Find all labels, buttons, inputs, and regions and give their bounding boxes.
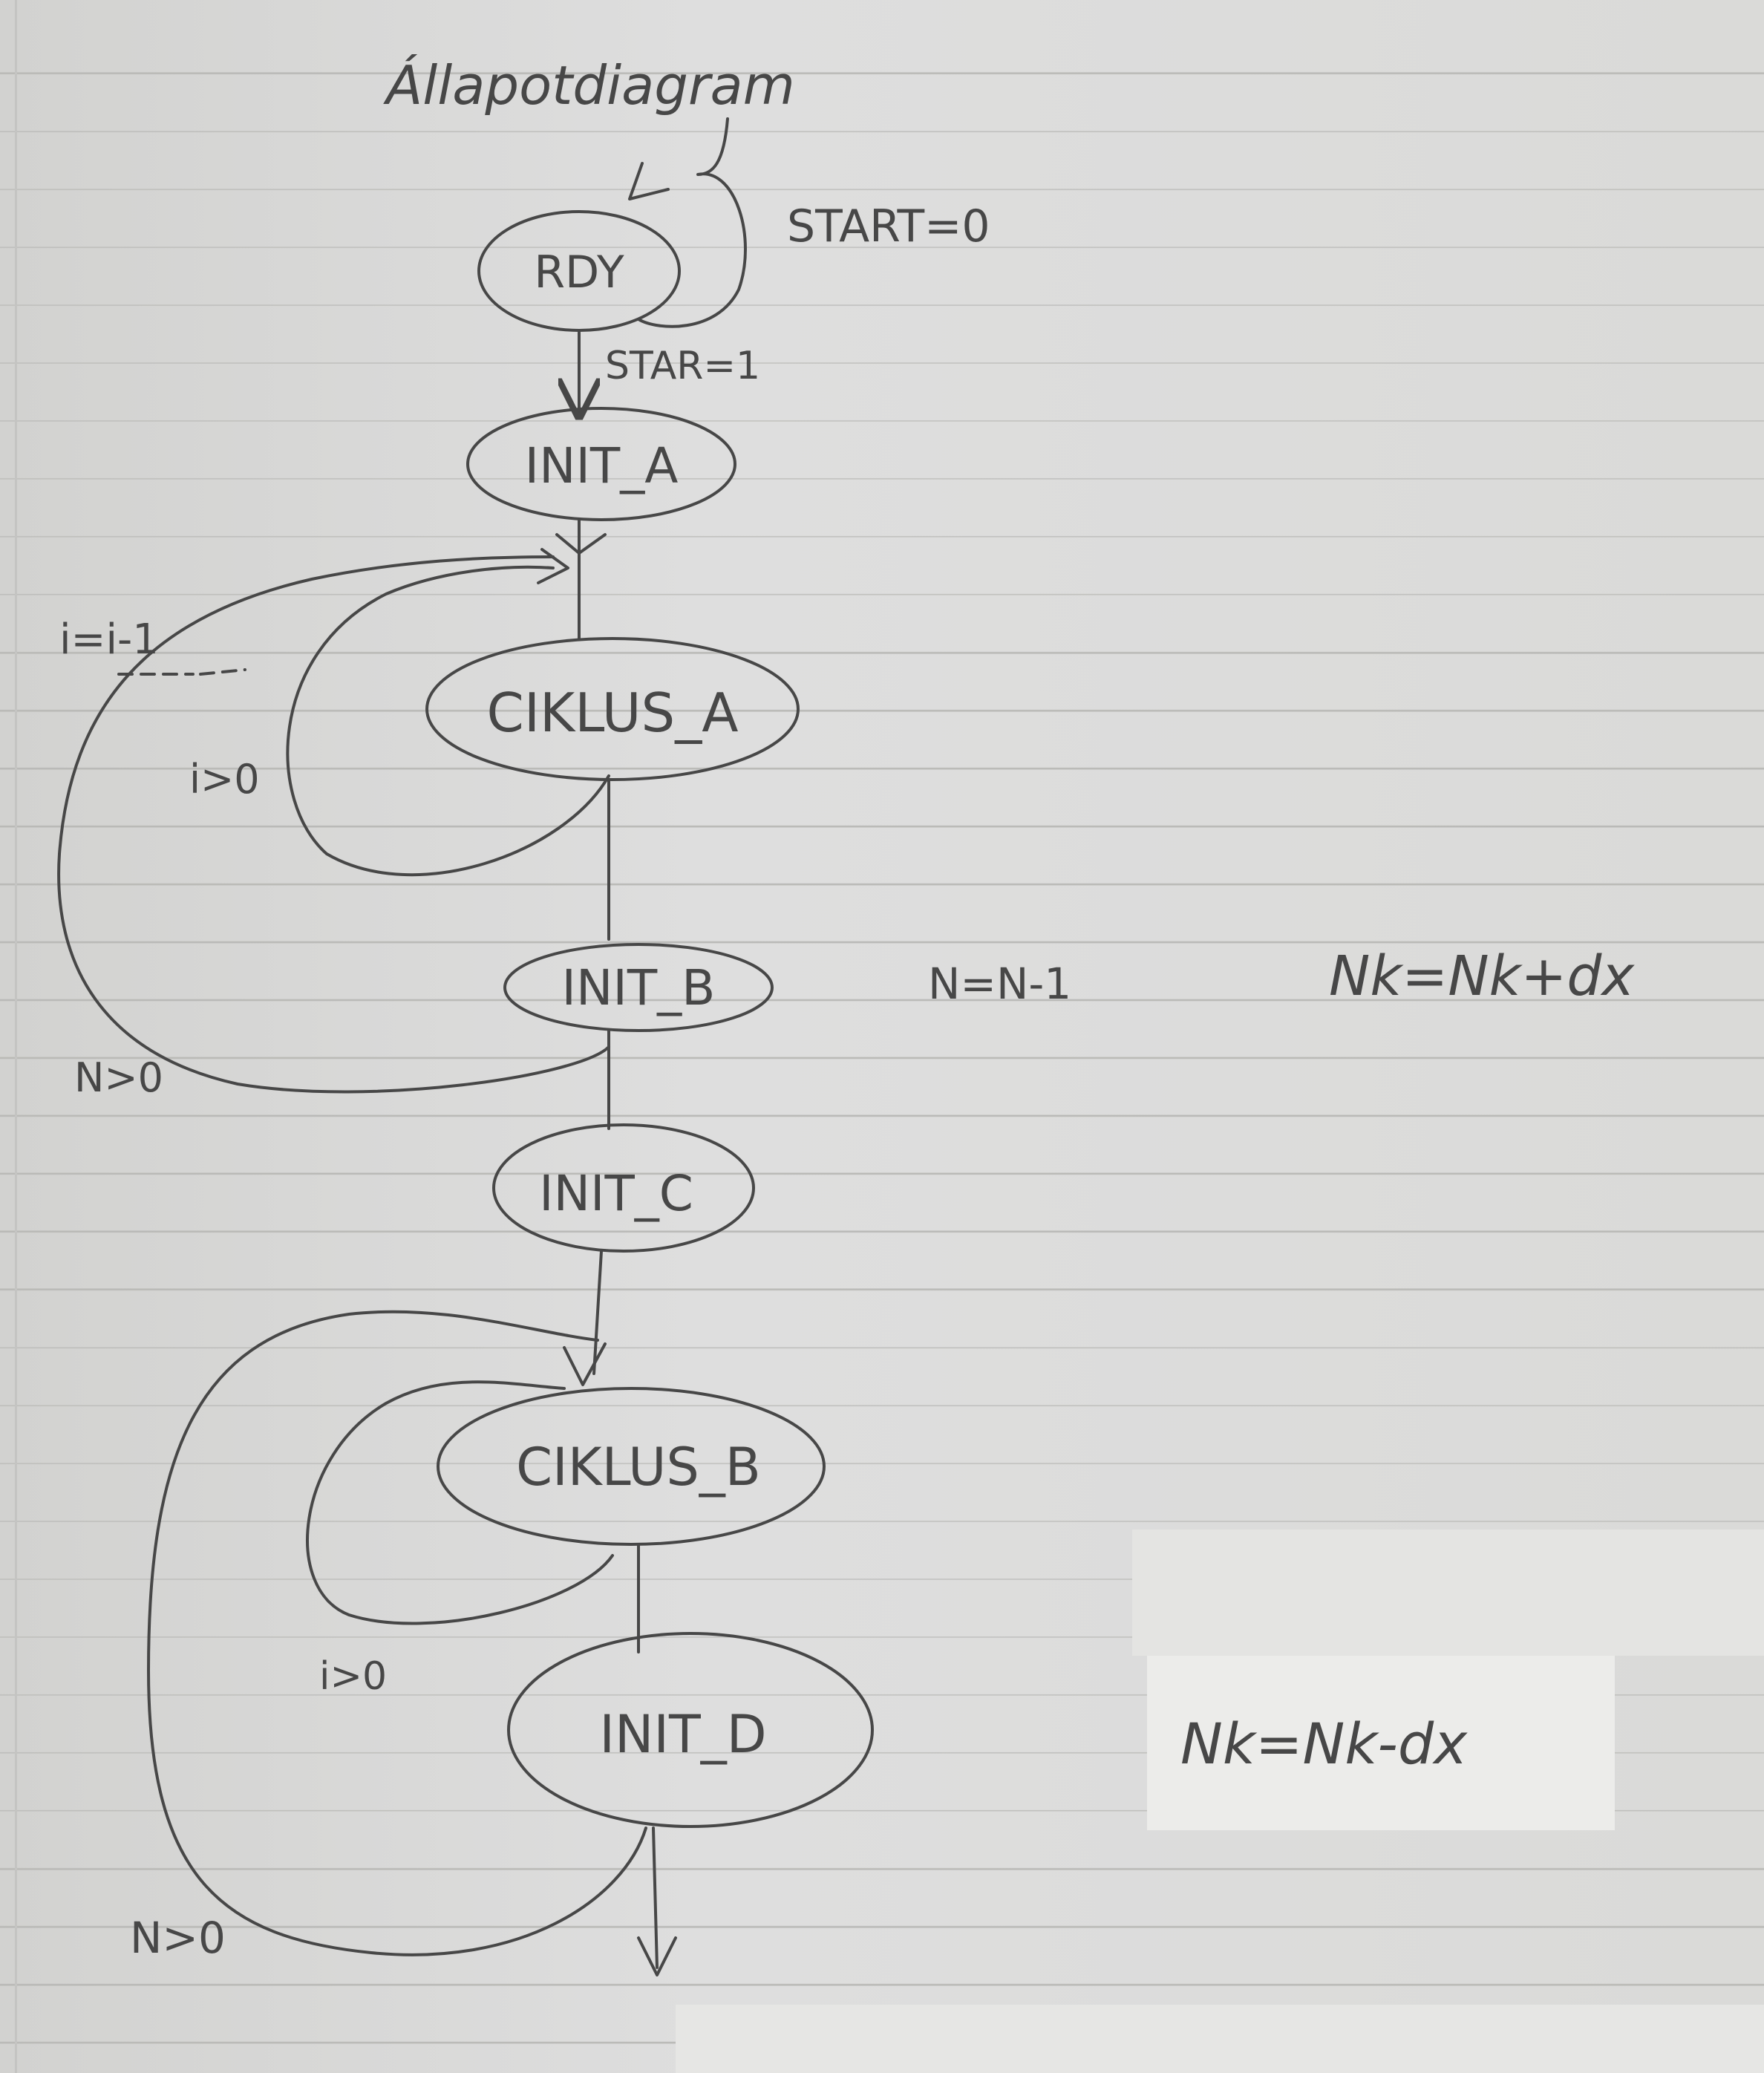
arrowhead-into-ciklus-a [555,533,607,555]
state-init-a-shape [466,407,736,521]
state-init-b: INIT_B [503,943,774,1032]
label-rdy-to-init-a: STAR=1 [605,344,760,388]
label-ciklus-a-action-underline [117,668,246,676]
init-d-outer-loop [147,1310,647,1956]
state-init-d-shape [507,1632,874,1828]
state-init-c-label: INIT_C [539,1165,693,1222]
label-rdy-self: START=0 [787,200,990,252]
note-nk-plus: Nk=Nk+dx [1329,944,1635,1008]
state-ciklus-a-label: CIKLUS_A [487,682,739,744]
arrowhead-into-ciklus-b [563,1342,607,1386]
init-b-outer-loop [57,555,610,1094]
line-init-d-exit [652,1826,659,1969]
state-init-d-label: INIT_D [599,1704,766,1765]
state-ciklus-b-shape [437,1387,826,1546]
state-init-c: INIT_C [492,1123,755,1253]
ciklus-b-self-loop [306,1380,614,1625]
rdy-self-loop-arrowhead [628,162,670,200]
note-n-dec: N=N-1 [928,959,1071,1009]
state-init-a: INIT_A [466,407,736,521]
ciklus-a-self-loop [286,565,610,877]
paper-patch [1132,1530,1764,1656]
label-init-d-loop: N>0 [130,1913,226,1963]
state-init-b-shape [503,943,774,1032]
state-rdy-shape [477,210,681,332]
state-init-a-label: INIT_A [525,437,679,494]
state-init-b-label: INIT_B [562,959,716,1016]
diagram-title: Állapotdiagram [383,54,795,117]
paper-patch [676,2005,1764,2073]
rdy-self-loop [637,117,747,328]
label-ciklus-a-action: i=i-1 [59,616,159,664]
note-nk-minus: Nk=Nk-dx [1180,1711,1468,1777]
label-ciklus-b-self: i>0 [319,1654,387,1699]
state-ciklus-b-label: CIKLUS_B [516,1437,761,1498]
label-ciklus-a-self: i>0 [189,756,260,803]
margin-line [15,0,17,2073]
state-rdy: RDY [477,210,681,332]
state-init-c-shape [492,1123,755,1253]
arrowhead-init-d-exit [637,1936,677,1976]
label-init-b-loop: N>0 [74,1054,163,1101]
line-init-c-to-ciklus-b [592,1250,603,1375]
state-rdy-label: RDY [534,247,624,298]
paper-patch [1147,1656,1615,1830]
state-init-d: INIT_D [507,1632,874,1828]
state-ciklus-b: CIKLUS_B [437,1387,826,1546]
state-ciklus-a-shape [425,637,800,781]
state-ciklus-a: CIKLUS_A [425,637,800,781]
